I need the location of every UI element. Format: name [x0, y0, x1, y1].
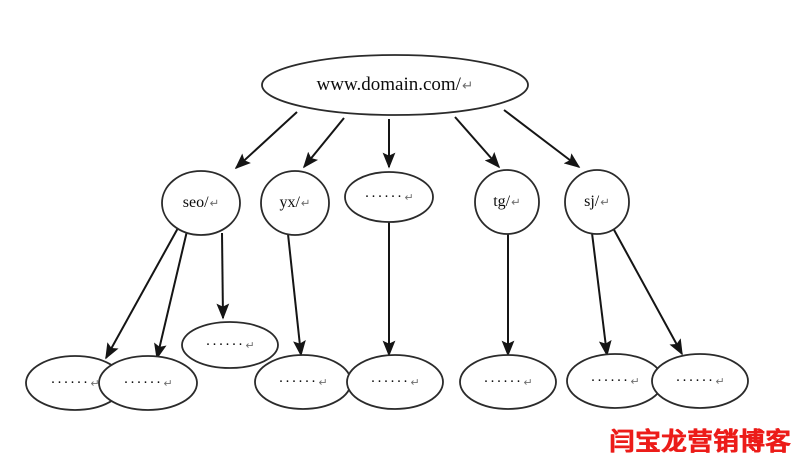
edge-seo-leaf-2 — [154, 230, 188, 360]
node-root[interactable] — [261, 54, 529, 116]
node-seo[interactable] — [161, 170, 241, 236]
edge-sj-leaf-7 — [591, 232, 612, 357]
node-mid-dots[interactable] — [344, 171, 434, 223]
edge-group — [105, 109, 683, 360]
edge-root-yx — [302, 117, 345, 169]
edge-sj-leaf-8 — [612, 227, 683, 356]
node-leaf-7[interactable] — [566, 353, 664, 409]
node-yx[interactable] — [260, 170, 330, 236]
node-leaf-2[interactable] — [98, 355, 198, 411]
edge-seo-leaf-1 — [105, 227, 179, 360]
edge-root-sj — [503, 109, 581, 168]
edge-root-tg — [454, 116, 501, 169]
node-leaf-6[interactable] — [459, 354, 557, 410]
node-leaf-8[interactable] — [651, 353, 749, 409]
node-tg[interactable] — [474, 169, 540, 235]
node-leaf-5[interactable] — [346, 354, 444, 410]
edge-seo-leaf-3 — [216, 232, 230, 320]
edge-yx-leaf-4 — [287, 233, 306, 357]
node-sj[interactable] — [564, 169, 630, 235]
node-shape-group — [25, 54, 749, 411]
node-leaf-3[interactable] — [181, 321, 279, 369]
edge-root-seo — [234, 111, 298, 170]
node-leaf-4[interactable] — [254, 354, 352, 410]
watermark-text: 闫宝龙营销博客 — [608, 427, 791, 456]
